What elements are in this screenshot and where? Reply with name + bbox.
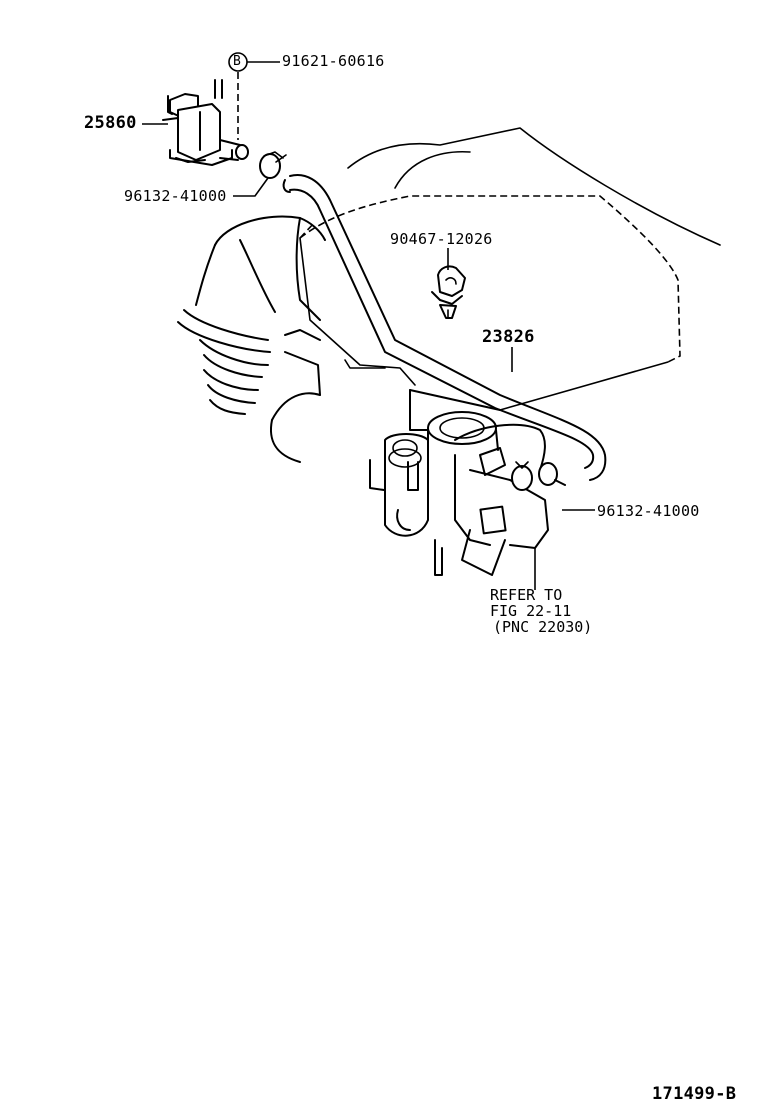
- callout-96132-41000-lower: 96132-41000: [597, 502, 700, 520]
- hose-clamp-lower: [511, 461, 533, 491]
- b-marker-label: B: [233, 54, 242, 69]
- intake-plenum-outline: [299, 127, 721, 411]
- hose-clamp-upper: [259, 151, 287, 179]
- callout-91621-60616: 91621-60616: [282, 52, 385, 70]
- figure-id: 171499-B: [652, 1084, 737, 1104]
- vacuum-hose-23826: [282, 174, 607, 481]
- callout-23826: 23826: [482, 327, 535, 347]
- air-intake-duct: [177, 215, 326, 463]
- callout-96132-41000-upper: 96132-41000: [124, 187, 227, 205]
- throttle-body: [369, 389, 566, 576]
- hose-clip: [431, 265, 466, 319]
- reference-note-line3: (PNC 22030): [493, 618, 593, 636]
- vacuum-switching-valve: [162, 79, 249, 166]
- leader-lines: [142, 52, 595, 590]
- callout-25860: 25860: [84, 113, 137, 133]
- reference-note-line1: REFER TO: [490, 586, 563, 604]
- reference-note-line2: FIG 22-11: [490, 602, 572, 620]
- callout-90467-12026: 90467-12026: [390, 230, 493, 248]
